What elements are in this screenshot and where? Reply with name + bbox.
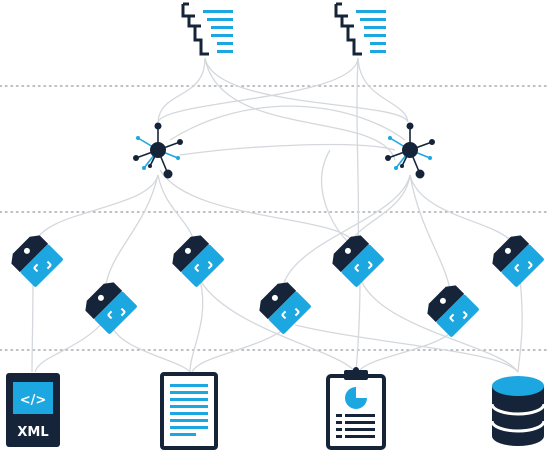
connector-lines — [31, 57, 523, 373]
connector-line — [517, 277, 523, 373]
tag-icon — [85, 282, 137, 334]
database-icon — [490, 376, 546, 446]
connector-line — [199, 279, 356, 373]
connector-line — [281, 174, 411, 291]
connector-line — [34, 174, 159, 246]
xml-label: XML — [17, 425, 48, 440]
connector-line — [34, 319, 106, 373]
tag-icon — [427, 285, 479, 337]
hierarchy-tree-icon — [334, 2, 386, 56]
connector-line — [357, 57, 409, 123]
connector-line — [157, 174, 196, 246]
connector-line — [157, 57, 359, 123]
connector-line — [169, 105, 406, 141]
text-document-icon — [160, 372, 218, 450]
connector-line — [351, 174, 411, 241]
connector-line — [111, 325, 191, 373]
connector-line — [189, 279, 204, 373]
connector-line — [321, 149, 354, 245]
connector-line — [157, 57, 206, 123]
connector-line — [294, 324, 519, 373]
tier-separators — [0, 85, 549, 351]
tag-icon — [259, 282, 311, 334]
tag-icon — [11, 235, 63, 287]
connector-line — [31, 277, 34, 373]
tag-icon — [332, 235, 384, 287]
network-node-icon — [385, 122, 435, 179]
tag-icon — [492, 235, 544, 287]
connector-line — [359, 277, 519, 373]
connector-line — [191, 324, 291, 373]
connector-line — [355, 277, 361, 373]
connector-line — [409, 174, 451, 291]
connector-line — [356, 57, 360, 241]
clipboard-report-icon — [326, 367, 386, 450]
connector-line — [204, 57, 409, 123]
connector-line — [204, 57, 396, 161]
connector-line — [179, 143, 396, 156]
code-glyph: </> — [20, 393, 47, 408]
connector-line — [409, 174, 511, 241]
hierarchy-tree-icon — [181, 2, 233, 56]
tag-icon — [172, 235, 224, 287]
xml-file-icon: </> XML — [6, 373, 60, 447]
network-node-icon — [133, 122, 183, 179]
connector-line — [104, 174, 159, 291]
